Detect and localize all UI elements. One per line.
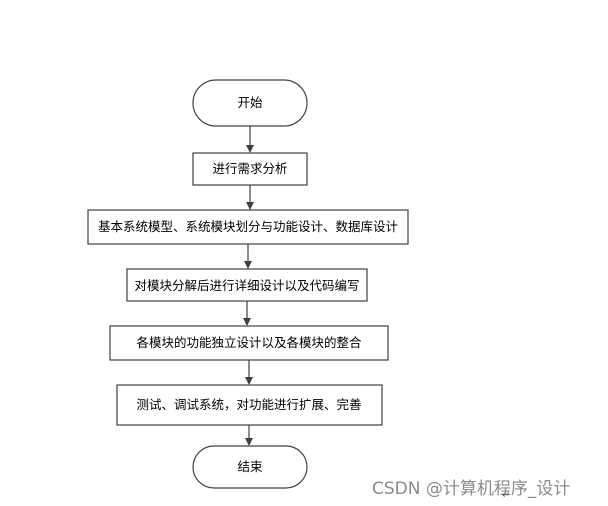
process-node-detailed-design: 对模块分解后进行详细设计以及代码编写 [126, 268, 368, 302]
step4-label: 各模块的功能独立设计以及各模块的整合 [136, 335, 362, 350]
start-label: 开始 [237, 95, 263, 110]
step1-label: 进行需求分析 [212, 161, 287, 176]
process-node-testing: 测试、调试系统，对功能进行扩展、完善 [116, 384, 383, 426]
end-node: 结束 [192, 445, 308, 489]
process-node-requirements: 进行需求分析 [192, 152, 308, 186]
csdn-watermark: CSDN @计算机程序_设计 [372, 479, 571, 499]
start-node: 开始 [192, 79, 308, 127]
process-node-module-integration: 各模块的功能独立设计以及各模块的整合 [109, 325, 389, 361]
paragraph-return-mark: ↵ [502, 490, 511, 501]
process-node-system-design: 基本系统模型、系统模块划分与功能设计、数据库设计 [87, 209, 409, 245]
step3-label: 对模块分解后进行详细设计以及代码编写 [134, 278, 359, 293]
step5-label: 测试、调试系统，对功能进行扩展、完善 [136, 397, 361, 412]
step2-label: 基本系统模型、系统模块划分与功能设计、数据库设计 [98, 219, 398, 234]
end-label: 结束 [237, 459, 263, 474]
